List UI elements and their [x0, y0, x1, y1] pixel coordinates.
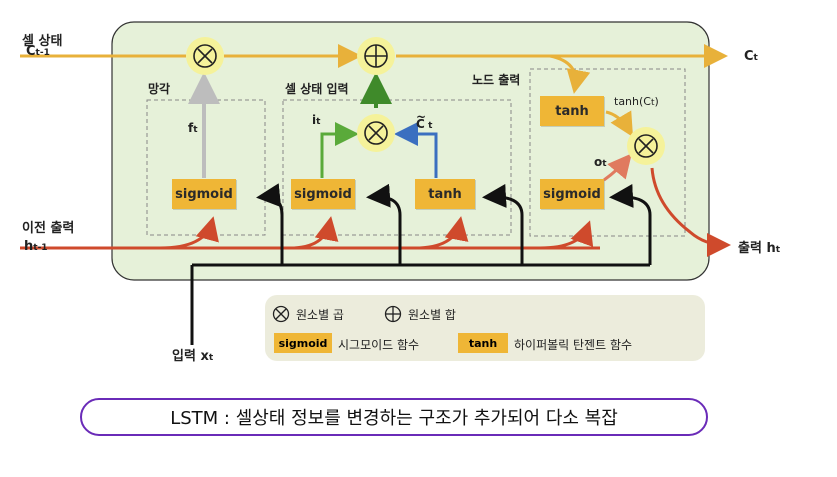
multiply-icon — [272, 305, 290, 323]
multiply-icon — [634, 134, 658, 158]
node-output-panel — [529, 68, 686, 237]
hidden-to-sig2 — [289, 216, 339, 250]
node-output-section-label: 노드 출력 — [472, 73, 521, 87]
caption-box: LSTM : 셀상태 정보를 변경하는 구조가 추가되어 다소 복잡 — [80, 398, 708, 436]
cell-input-panel — [282, 99, 512, 236]
legend-sigmoid-chip: sigmoid — [274, 333, 332, 353]
h-prev-label: ht-1 — [24, 239, 48, 254]
cell-to-tanh-arrow — [549, 54, 591, 94]
o-gate-label: ot — [594, 155, 607, 169]
input-to-sig3 — [609, 183, 652, 265]
hidden-to-sig1 — [159, 216, 219, 250]
legend-tanh-desc: 하이퍼볼릭 탄젠트 함수 — [514, 338, 633, 352]
cell-tanh-box: tanh — [540, 96, 604, 126]
input-multiply-op — [357, 114, 395, 152]
prev-output-title: 이전 출력 — [22, 221, 75, 236]
output-line — [650, 167, 731, 257]
output-sigmoid-box: sigmoid — [540, 179, 604, 209]
cell-state-title: 셀 상태 — [22, 34, 63, 49]
tanh-ct-label: tanh(Ct) — [614, 95, 659, 108]
i-gate-label: it — [312, 113, 321, 127]
forget-section-label: 망각 — [148, 82, 171, 96]
legend-sigmoid-desc: 시그모이드 함수 — [338, 338, 420, 352]
input-sigmoid-box: sigmoid — [291, 179, 355, 209]
hidden-to-tanh — [414, 216, 469, 250]
legend-tanh-chip: tanh — [458, 333, 508, 353]
output-label: 출력 ht — [738, 241, 781, 256]
forget-sigmoid-box: sigmoid — [172, 179, 236, 209]
multiply-icon — [364, 121, 388, 145]
legend-multiply-label: 원소별 곱 — [296, 308, 344, 322]
input-to-sig2 — [366, 183, 402, 265]
input-label: 입력 xt — [172, 349, 214, 364]
forget-multiply-op — [186, 37, 224, 75]
i-gate-arrow — [320, 122, 359, 178]
f-gate-label: ft — [188, 121, 198, 135]
legend-add-label: 원소별 합 — [408, 308, 456, 322]
add-op — [357, 37, 395, 75]
tanh-to-mult-arrow — [605, 110, 634, 138]
o-gate-arrow — [603, 153, 632, 182]
cell-next-label: Ct — [744, 49, 758, 64]
cell-prev-label: Ct-1 — [26, 44, 50, 59]
output-multiply-op — [627, 127, 665, 165]
plus-icon — [364, 44, 388, 68]
lstm-cell-panel — [111, 21, 710, 281]
input-to-sig1 — [256, 183, 284, 265]
cell-input-section-label: 셀 상태 입력 — [285, 82, 349, 96]
c-tilde-arrow — [394, 122, 438, 178]
candidate-tanh-box: tanh — [415, 179, 475, 209]
plus-icon — [384, 305, 402, 323]
legend-panel — [265, 295, 705, 361]
caption-text: LSTM : 셀상태 정보를 변경하는 구조가 추가되어 다소 복잡 — [170, 408, 618, 429]
multiply-icon — [193, 44, 217, 68]
input-to-tanh — [482, 183, 524, 265]
hidden-to-sig3 — [539, 220, 594, 250]
